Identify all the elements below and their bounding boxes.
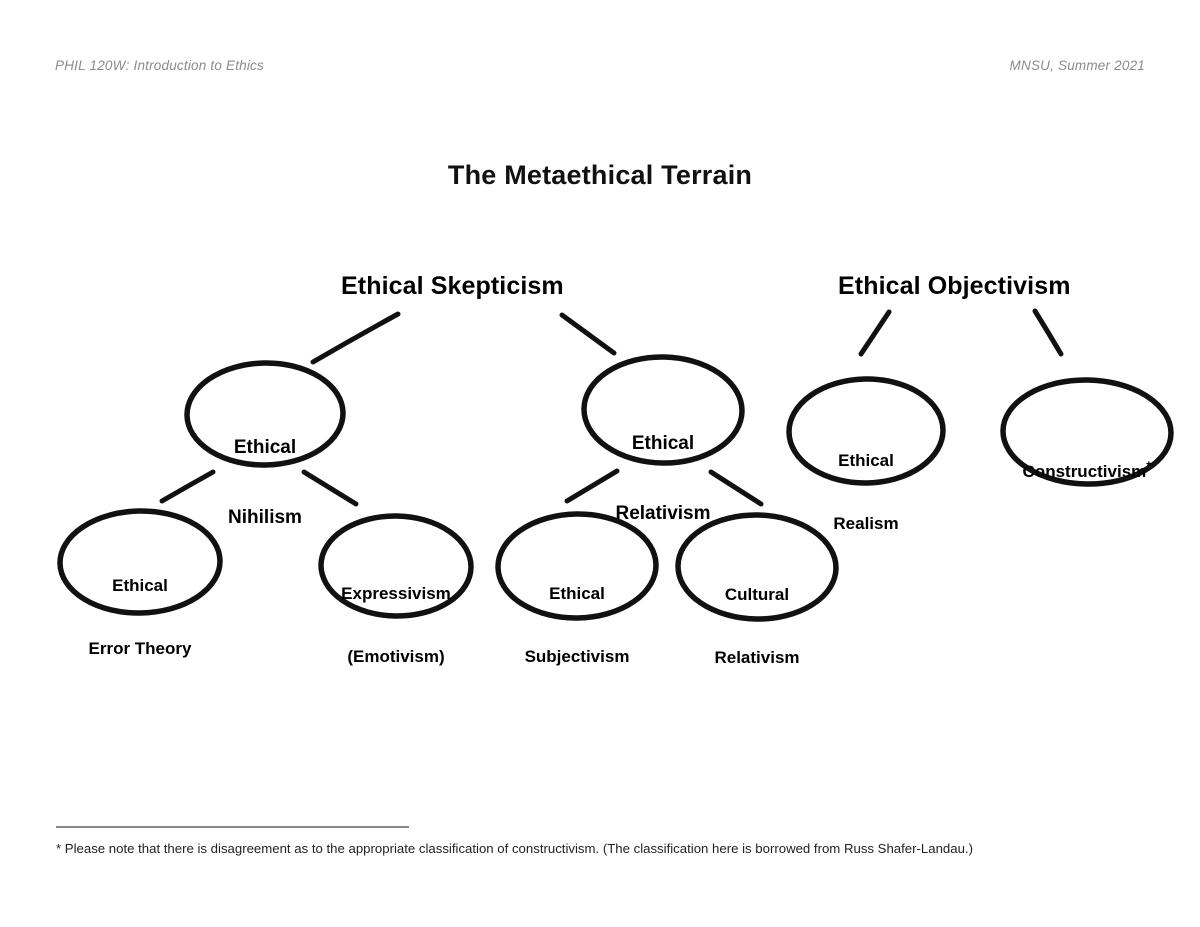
node-label-ethical-error-theory: Ethical Error Theory: [60, 535, 220, 701]
node-line-1: Expressivism: [341, 584, 451, 604]
node-line-1: Cultural: [724, 585, 790, 605]
header-term-label: MNSU, Summer 2021: [1009, 57, 1145, 73]
footnote-separator: [56, 826, 409, 828]
header-course-label: PHIL 120W: Introduction to Ethics: [55, 57, 264, 73]
footnote-marker-superscript: *: [1146, 458, 1152, 474]
node-label-cultural-relativism: Cultural Relativism: [677, 544, 837, 710]
node-line-1: Ethical: [549, 584, 605, 604]
node-line-2: Subjectivism: [524, 646, 630, 666]
connector-skepticism-to-relativism: [559, 312, 617, 356]
node-label-ethical-relativism: Ethical Relativism: [583, 386, 743, 571]
node-line-1: Ethical: [112, 576, 168, 596]
node-line-2: Relativism: [615, 502, 711, 524]
branch-heading-ethical-objectivism: Ethical Objectivism: [838, 272, 1071, 300]
node-line-1: Ethical: [631, 433, 695, 455]
node-line-2: Relativism: [714, 647, 800, 667]
node-line-1: Ethical: [233, 437, 297, 459]
node-label-ethical-subjectivism: Ethical Subjectivism: [497, 543, 657, 709]
node-line-2: Nihilism: [228, 506, 302, 528]
node-label-ethical-realism: Ethical Realism: [791, 410, 941, 576]
document-header: PHIL 120W: Introduction to Ethics MNSU, …: [55, 55, 1145, 75]
node-line-2: Error Theory: [88, 638, 192, 658]
connector-objectivism-to-realism: [858, 309, 892, 357]
node-label-constructivism: Constructivism*: [1007, 421, 1167, 525]
node-line-1: Constructivism*: [1007, 458, 1167, 483]
node-line-1: Ethical: [838, 451, 894, 471]
connector-skepticism-to-nihilism: [310, 311, 401, 365]
node-label-ethical-nihilism: Ethical Nihilism: [185, 390, 345, 575]
footnote-text: * Please note that there is disagreement…: [56, 841, 973, 856]
node-label-expressivism: Expressivism (Emotivism): [316, 543, 476, 709]
connector-objectivism-to-constructivism: [1032, 308, 1064, 357]
constructivism-text: Constructivism: [1022, 462, 1147, 482]
node-line-2: (Emotivism): [347, 646, 445, 666]
node-line-2: Realism: [833, 513, 899, 533]
page-title: The Metaethical Terrain: [447, 160, 753, 190]
branch-heading-ethical-skepticism: Ethical Skepticism: [341, 272, 564, 300]
